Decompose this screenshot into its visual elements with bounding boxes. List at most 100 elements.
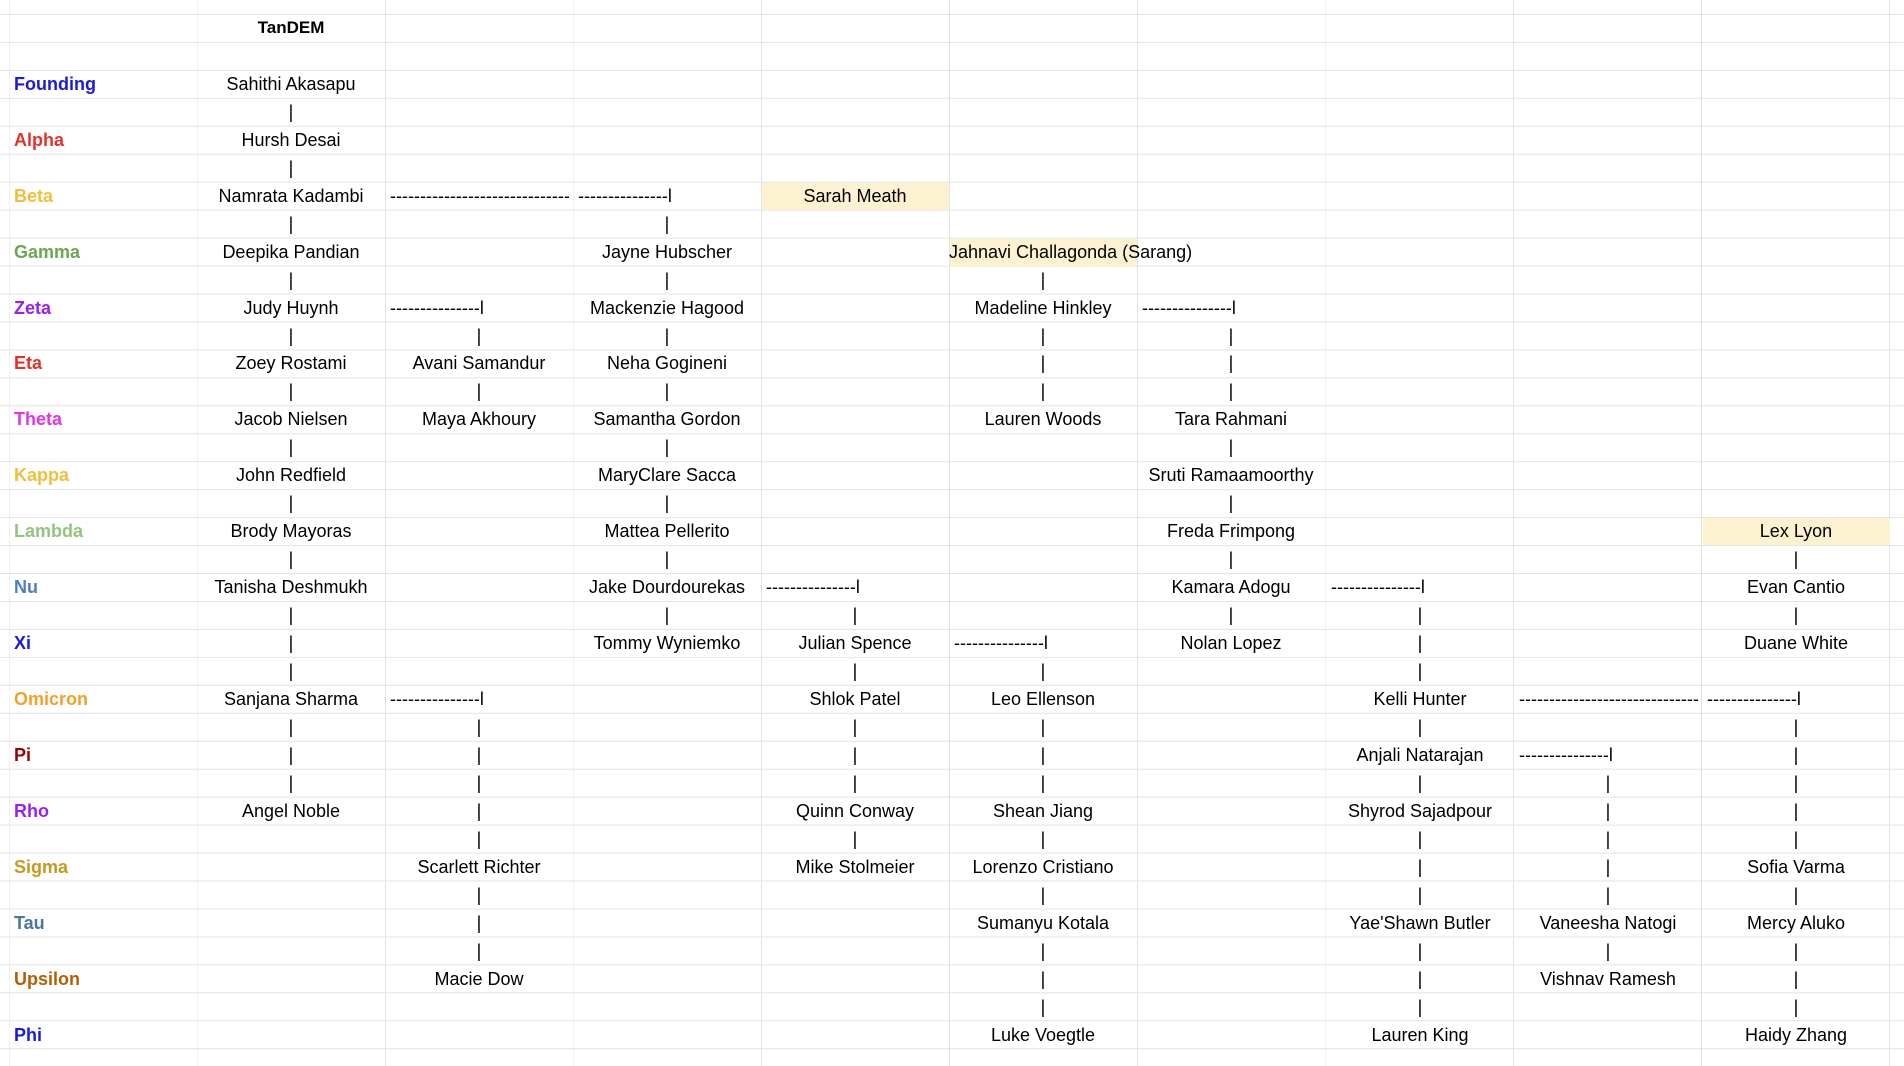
member-name-cell: Sumanyu Kotala — [976, 913, 1110, 933]
lineage-connector-vertical: | — [1793, 745, 1799, 765]
member-name-cell: Evan Cantio — [1746, 577, 1846, 597]
lineage-connector-vertical: | — [1417, 605, 1423, 625]
class-label-alpha: Alpha — [14, 130, 65, 150]
member-name-cell: Sahithi Akasapu — [226, 74, 356, 94]
lineage-connector-vertical: | — [1793, 773, 1799, 793]
lineage-connector-vertical: | — [476, 745, 482, 765]
lineage-connector-vertical: | — [1040, 997, 1046, 1017]
lineage-connector-vertical: | — [476, 717, 482, 737]
lineage-connector-vertical: | — [664, 270, 670, 290]
member-name-cell: Madeline Hinkley — [974, 298, 1112, 318]
lineage-connector-vertical: | — [1417, 857, 1423, 877]
lineage-connector-vertical: | — [1228, 493, 1234, 513]
member-name-cell: Shean Jiang — [992, 801, 1094, 821]
class-label-tau: Tau — [14, 913, 45, 933]
member-name-cell: Tanisha Deshmukh — [214, 577, 368, 597]
member-name-cell: Scarlett Richter — [417, 857, 541, 877]
member-name-cell: Vishnav Ramesh — [1540, 969, 1676, 989]
lineage-connector-vertical: | — [288, 717, 294, 737]
lineage-connector-vertical: | — [288, 745, 294, 765]
lineage-connector-vertical: | — [1793, 801, 1799, 821]
lineage-connector-vertical: | — [1228, 381, 1234, 401]
member-name-cell: Sarah Meath — [803, 186, 907, 206]
member-name-cell: Kelli Hunter — [1373, 689, 1467, 709]
lineage-connector-vertical: | — [1040, 773, 1046, 793]
member-name-cell: Jayne Hubscher — [601, 242, 733, 262]
lineage-connector-vertical: | — [476, 829, 482, 849]
member-name-cell: Maya Akhoury — [421, 409, 537, 429]
member-name-cell: Lorenzo Cristiano — [972, 857, 1114, 877]
lineage-connector-vertical: | — [288, 326, 294, 346]
lineage-connector-vertical: | — [1605, 857, 1611, 877]
lineage-connector-vertical: | — [852, 773, 858, 793]
lineage-connector-vertical: | — [1228, 326, 1234, 346]
lineage-connector-vertical: | — [288, 605, 294, 625]
member-name-cell: Haidy Zhang — [1744, 1025, 1848, 1045]
member-name-cell: Tommy Wyniemko — [593, 633, 741, 653]
lineage-connector-vertical: | — [288, 158, 294, 178]
lineage-connector-vertical: | — [852, 717, 858, 737]
member-name-cell: Julian Spence — [798, 633, 912, 653]
member-name-cell: Anjali Natarajan — [1356, 745, 1484, 765]
lineage-connector-vertical: | — [288, 549, 294, 569]
member-name-cell: Sruti Ramaamoorthy — [1148, 465, 1314, 485]
class-label-zeta: Zeta — [14, 298, 52, 318]
lineage-connector-vertical: | — [288, 270, 294, 290]
lineage-connector-vertical: | — [1417, 941, 1423, 961]
class-label-nu: Nu — [14, 577, 38, 597]
lineage-connector-vertical: | — [664, 605, 670, 625]
lineage-connector-vertical: | — [1040, 353, 1046, 373]
member-name-cell: Quinn Conway — [795, 801, 915, 821]
member-name-cell: Mattea Pellerito — [604, 521, 730, 541]
lineage-connector-vertical: | — [1417, 717, 1423, 737]
member-name-cell: Jake Dourdourekas — [588, 577, 746, 597]
member-name-cell: John Redfield — [235, 465, 347, 485]
lineage-connector-horizontal: ---------------l — [390, 689, 484, 709]
lineage-connector-vertical: | — [288, 493, 294, 513]
lineage-connector-vertical: | — [288, 102, 294, 122]
lineage-connector-vertical: | — [1228, 437, 1234, 457]
lineage-connector-vertical: | — [288, 381, 294, 401]
lineage-connector-vertical: | — [1417, 969, 1423, 989]
lineage-connector-vertical: | — [664, 437, 670, 457]
member-name-cell: Judy Huynh — [243, 298, 339, 318]
lineage-connector-vertical: | — [1793, 885, 1799, 905]
lineage-connector-vertical: | — [1040, 745, 1046, 765]
class-label-founding: Founding — [14, 74, 96, 94]
lineage-connector-vertical: | — [1040, 381, 1046, 401]
lineage-connector-horizontal: ---------------l — [578, 186, 672, 206]
member-name-cell: Avani Samandur — [412, 353, 546, 373]
lineage-connector-vertical: | — [664, 493, 670, 513]
member-name-cell: Samantha Gordon — [593, 409, 741, 429]
member-name-cell: Angel Noble — [241, 801, 341, 821]
member-name-cell: Luke Voegtle — [990, 1025, 1096, 1045]
lineage-connector-vertical: | — [1040, 717, 1046, 737]
member-name-cell: Shlok Patel — [809, 689, 901, 709]
member-name-cell: Kamara Adogu — [1171, 577, 1291, 597]
lineage-connector-vertical: | — [1228, 605, 1234, 625]
lineage-connector-horizontal: ---------------l — [1707, 689, 1801, 709]
member-name-cell: Lex Lyon — [1759, 521, 1833, 541]
class-label-phi: Phi — [14, 1025, 43, 1045]
lineage-connector-vertical: | — [1417, 633, 1423, 653]
lineage-connector-vertical: | — [288, 633, 294, 653]
member-name-cell: Sofia Varma — [1747, 857, 1845, 877]
lineage-connector-horizontal: ---------------l — [766, 577, 860, 597]
class-label-sigma: Sigma — [14, 857, 69, 877]
class-label-pi: Pi — [14, 745, 32, 765]
member-name-cell: Duane White — [1743, 633, 1849, 653]
member-name-cell: Tara Rahmani — [1174, 409, 1288, 429]
member-name-cell: Deepika Pandian — [222, 242, 360, 262]
member-name-cell: Mercy Aluko — [1746, 913, 1846, 933]
highlight-cell — [950, 239, 1137, 266]
lineage-connector-vertical: | — [1605, 829, 1611, 849]
lineage-connector-vertical: | — [1228, 353, 1234, 373]
lineage-connector-vertical: | — [1417, 885, 1423, 905]
lineage-connector-horizontal: ---------------l — [1519, 745, 1613, 765]
member-name-cell: MaryClare Sacca — [597, 465, 737, 485]
lineage-connector-vertical: | — [1040, 829, 1046, 849]
lineage-connector-vertical: | — [1040, 661, 1046, 681]
lineage-connector-vertical: | — [1417, 829, 1423, 849]
sheet-title: TanDEM — [257, 18, 325, 37]
